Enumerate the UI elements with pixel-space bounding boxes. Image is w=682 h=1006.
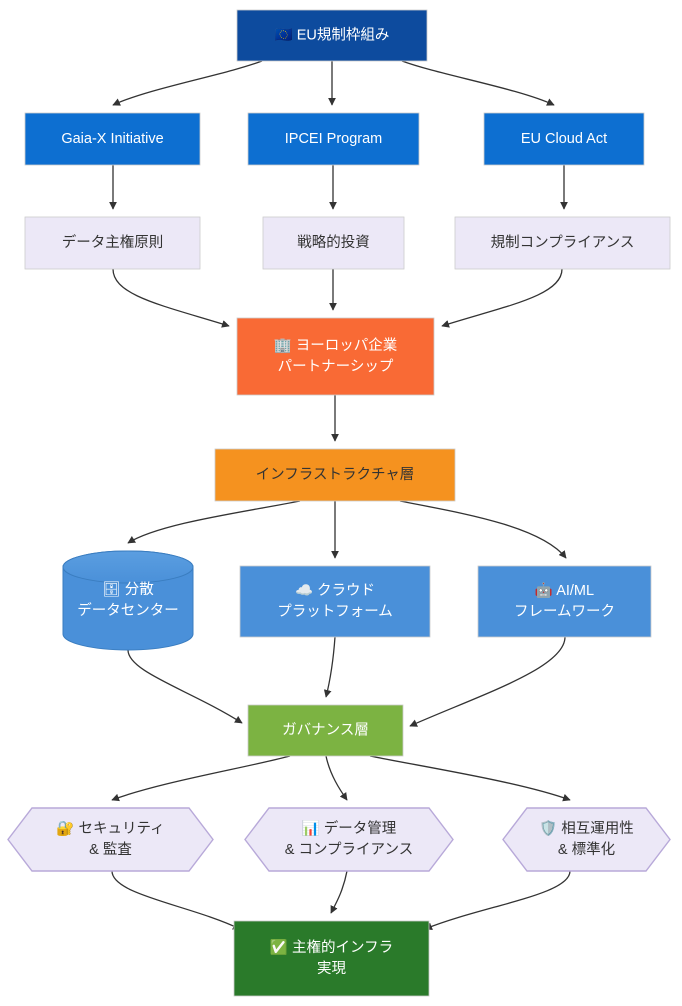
node-interoperability-standardization[interactable]: 🛡️ 相互運用性& 標準化 <box>502 807 671 872</box>
node-shape-rect <box>239 565 431 638</box>
node-shape-rect <box>24 112 201 166</box>
node-eu-cloud-act[interactable]: EU Cloud Act <box>483 112 645 166</box>
node-shape-rect <box>477 565 652 638</box>
node-security-audit[interactable]: 🔐 セキュリティ& 監査 <box>7 807 214 872</box>
edge-governance-layer-to-interoperability-standardization <box>369 755 571 802</box>
node-regulatory-compliance[interactable]: 規制コンプライアンス <box>454 216 671 270</box>
node-shape-rect <box>483 112 645 166</box>
edge-interoperability-standardization-to-sovereign-infrastructure-achieved <box>424 870 571 931</box>
edge-eu-regulatory-framework-to-eu-cloud-act <box>401 60 555 106</box>
node-shape-rect <box>262 216 405 270</box>
node-shape-hexagon <box>244 807 454 872</box>
edge-regulatory-compliance-to-european-enterprise-partnership <box>441 268 563 328</box>
edge-distributed-data-center-to-governance-layer <box>127 649 243 724</box>
node-ipcei-program[interactable]: IPCEI Program <box>247 112 420 166</box>
edge-governance-layer-to-data-management-compliance <box>325 755 348 801</box>
edge-data-management-compliance-to-sovereign-infrastructure-achieved <box>330 870 348 914</box>
node-data-management-compliance[interactable]: 📊 データ管理& コンプライアンス <box>244 807 454 872</box>
node-eu-regulatory-framework[interactable]: 🇪🇺 EU規制枠組み <box>236 9 428 62</box>
node-shape-rect <box>247 112 420 166</box>
edge-ai-ml-framework-to-governance-layer <box>409 636 566 727</box>
edge-data-sovereignty-principles-to-european-enterprise-partnership <box>112 268 230 328</box>
edge-infrastructure-layer-to-distributed-data-center <box>127 500 301 544</box>
node-shape-rect <box>236 317 435 396</box>
node-strategic-investment[interactable]: 戦略的投資 <box>262 216 405 270</box>
edge-eu-regulatory-framework-to-gaia-x-initiative <box>112 60 263 106</box>
node-infrastructure-layer[interactable]: インフラストラクチャ層 <box>214 448 456 502</box>
node-shape-hexagon <box>502 807 671 872</box>
edge-governance-layer-to-security-audit <box>111 755 291 802</box>
edge-security-audit-to-sovereign-infrastructure-achieved <box>111 870 241 930</box>
node-shape-rect <box>214 448 456 502</box>
node-shape-rect <box>233 920 430 997</box>
node-data-sovereignty-principles[interactable]: データ主権原則 <box>24 216 201 270</box>
edge-infrastructure-layer-to-ai-ml-framework <box>399 500 567 559</box>
edge-cloud-platform-to-governance-layer <box>323 636 336 698</box>
node-governance-layer[interactable]: ガバナンス層 <box>247 704 404 757</box>
node-shape-rect <box>454 216 671 270</box>
edges-layer <box>109 60 571 931</box>
node-shape-cylinder-top <box>62 550 194 584</box>
node-shape-rect <box>24 216 201 270</box>
node-gaia-x-initiative[interactable]: Gaia-X Initiative <box>24 112 201 166</box>
node-shape-hexagon <box>7 807 214 872</box>
node-shape-rect <box>236 9 428 62</box>
node-shape-rect <box>247 704 404 757</box>
nodes-layer: 🇪🇺 EU規制枠組み Gaia-X Initiative IPCEI Program… <box>7 9 671 997</box>
